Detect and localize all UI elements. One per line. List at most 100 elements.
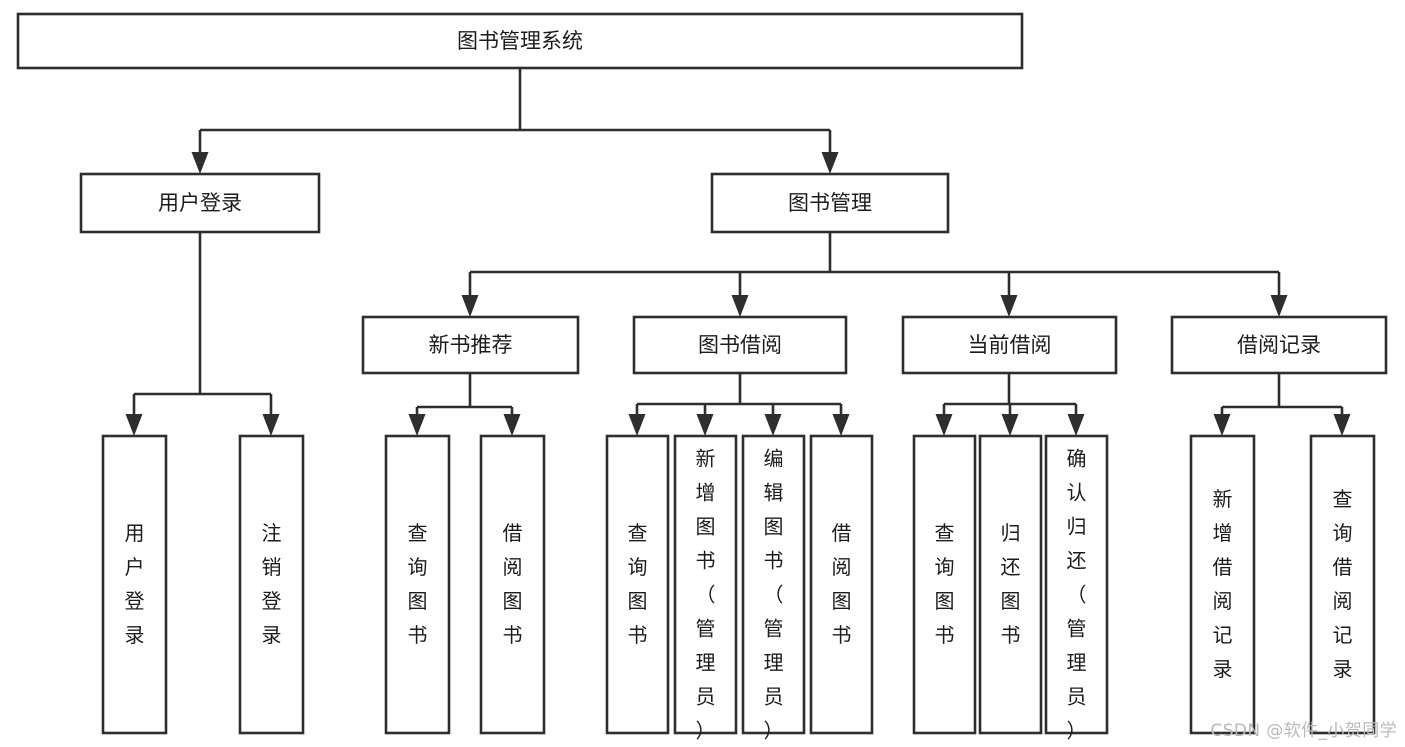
node-box-user-login[interactable] bbox=[79, 172, 321, 234]
svg-text:书: 书 bbox=[696, 549, 716, 573]
arrow-head-icon bbox=[696, 414, 714, 436]
node-box-leaf-query-book-current[interactable] bbox=[912, 434, 977, 735]
node-label-current-borrow: 当前借阅 bbox=[968, 333, 1052, 357]
svg-text:借: 借 bbox=[832, 521, 852, 545]
node-box-leaf-query-book-borrow[interactable] bbox=[605, 434, 670, 735]
arrow-head-icon bbox=[503, 414, 521, 436]
svg-text:录: 录 bbox=[262, 623, 282, 647]
node-box-current-borrow[interactable] bbox=[901, 315, 1118, 375]
svg-text:书: 书 bbox=[1001, 623, 1021, 647]
node-box-leaf-add-book-admin[interactable] bbox=[673, 434, 738, 735]
svg-text:查: 查 bbox=[935, 521, 955, 545]
arrow-head-icon bbox=[125, 414, 143, 436]
node-box-leaf-user-login[interactable] bbox=[101, 434, 168, 735]
node-box-leaf-query-borrow-record[interactable] bbox=[1309, 434, 1376, 735]
node-label-root: 图书管理系统 bbox=[457, 29, 583, 53]
node-box-leaf-query-book-recommend[interactable] bbox=[384, 434, 451, 735]
svg-text:确: 确 bbox=[1067, 447, 1087, 471]
svg-text:询: 询 bbox=[935, 555, 955, 579]
svg-text:归: 归 bbox=[1001, 521, 1021, 545]
svg-text:记: 记 bbox=[1333, 623, 1353, 647]
node-root[interactable]: 图书管理系统 bbox=[16, 12, 1024, 70]
arrow-head-icon bbox=[1270, 295, 1288, 317]
connector-record-to-leaves bbox=[1213, 373, 1351, 436]
svg-text:新: 新 bbox=[1213, 487, 1233, 511]
node-book-borrow[interactable]: 图书借阅 bbox=[632, 315, 848, 375]
svg-text:理: 理 bbox=[696, 651, 716, 675]
node-user-login[interactable]: 用户登录 bbox=[79, 172, 321, 234]
svg-text:询: 询 bbox=[628, 555, 648, 579]
svg-text:（: （ bbox=[696, 583, 716, 607]
svg-text:图: 图 bbox=[1001, 589, 1021, 613]
svg-text:辑: 辑 bbox=[764, 481, 784, 505]
svg-text:员: 员 bbox=[696, 685, 716, 709]
node-book-manage[interactable]: 图书管理 bbox=[710, 172, 950, 234]
svg-text:（: （ bbox=[1067, 583, 1087, 607]
node-box-leaf-logout-login[interactable] bbox=[238, 434, 305, 735]
svg-text:）: ） bbox=[1067, 719, 1087, 743]
connector-user-login-to-leaves bbox=[125, 232, 280, 436]
node-box-leaf-borrow-book[interactable] bbox=[809, 434, 874, 735]
svg-text:图: 图 bbox=[696, 515, 716, 539]
node-box-leaf-confirm-return-admin[interactable] bbox=[1044, 434, 1109, 735]
svg-text:注: 注 bbox=[262, 521, 282, 545]
node-borrow-record[interactable]: 借阅记录 bbox=[1170, 315, 1388, 375]
node-current-borrow[interactable]: 当前借阅 bbox=[901, 315, 1118, 375]
svg-text:还: 还 bbox=[1001, 555, 1021, 579]
arrow-head-icon bbox=[262, 414, 280, 436]
node-box-leaf-edit-book-admin[interactable] bbox=[741, 434, 806, 735]
arrow-head-icon bbox=[821, 152, 839, 174]
node-box-root[interactable] bbox=[16, 12, 1024, 70]
svg-text:员: 员 bbox=[1067, 685, 1087, 709]
svg-text:借: 借 bbox=[1213, 555, 1233, 579]
node-leaf-user-login[interactable]: 用户登录 bbox=[101, 434, 168, 735]
node-box-book-borrow[interactable] bbox=[632, 315, 848, 375]
svg-text:书: 书 bbox=[935, 623, 955, 647]
svg-text:借: 借 bbox=[503, 521, 523, 545]
node-box-book-manage[interactable] bbox=[710, 172, 950, 234]
connector-root-to-level1 bbox=[191, 68, 839, 174]
svg-text:图: 图 bbox=[628, 589, 648, 613]
svg-text:录: 录 bbox=[1333, 657, 1353, 681]
node-box-leaf-add-borrow-record[interactable] bbox=[1189, 434, 1256, 735]
node-box-new-book-recommend[interactable] bbox=[361, 315, 580, 375]
node-box-borrow-record[interactable] bbox=[1170, 315, 1388, 375]
node-label-user-login: 用户登录 bbox=[158, 191, 242, 215]
node-layer: 图书管理系统用户登录图书管理新书推荐图书借阅当前借阅借阅记录用户登录注销登录查询… bbox=[16, 12, 1388, 743]
svg-text:）: ） bbox=[696, 719, 716, 743]
svg-text:增: 增 bbox=[1213, 521, 1233, 545]
node-new-book-recommend[interactable]: 新书推荐 bbox=[361, 315, 580, 375]
connector-recommend-to-leaves bbox=[408, 373, 521, 436]
svg-text:管: 管 bbox=[764, 617, 784, 641]
svg-text:借: 借 bbox=[1333, 555, 1353, 579]
node-box-leaf-borrow-book-recommend[interactable] bbox=[479, 434, 546, 735]
svg-text:阅: 阅 bbox=[832, 555, 852, 579]
svg-text:书: 书 bbox=[764, 549, 784, 573]
node-label-borrow-record: 借阅记录 bbox=[1237, 333, 1321, 357]
arrow-head-icon bbox=[731, 295, 749, 317]
svg-text:图: 图 bbox=[764, 515, 784, 539]
node-box-leaf-return-book[interactable] bbox=[978, 434, 1043, 735]
